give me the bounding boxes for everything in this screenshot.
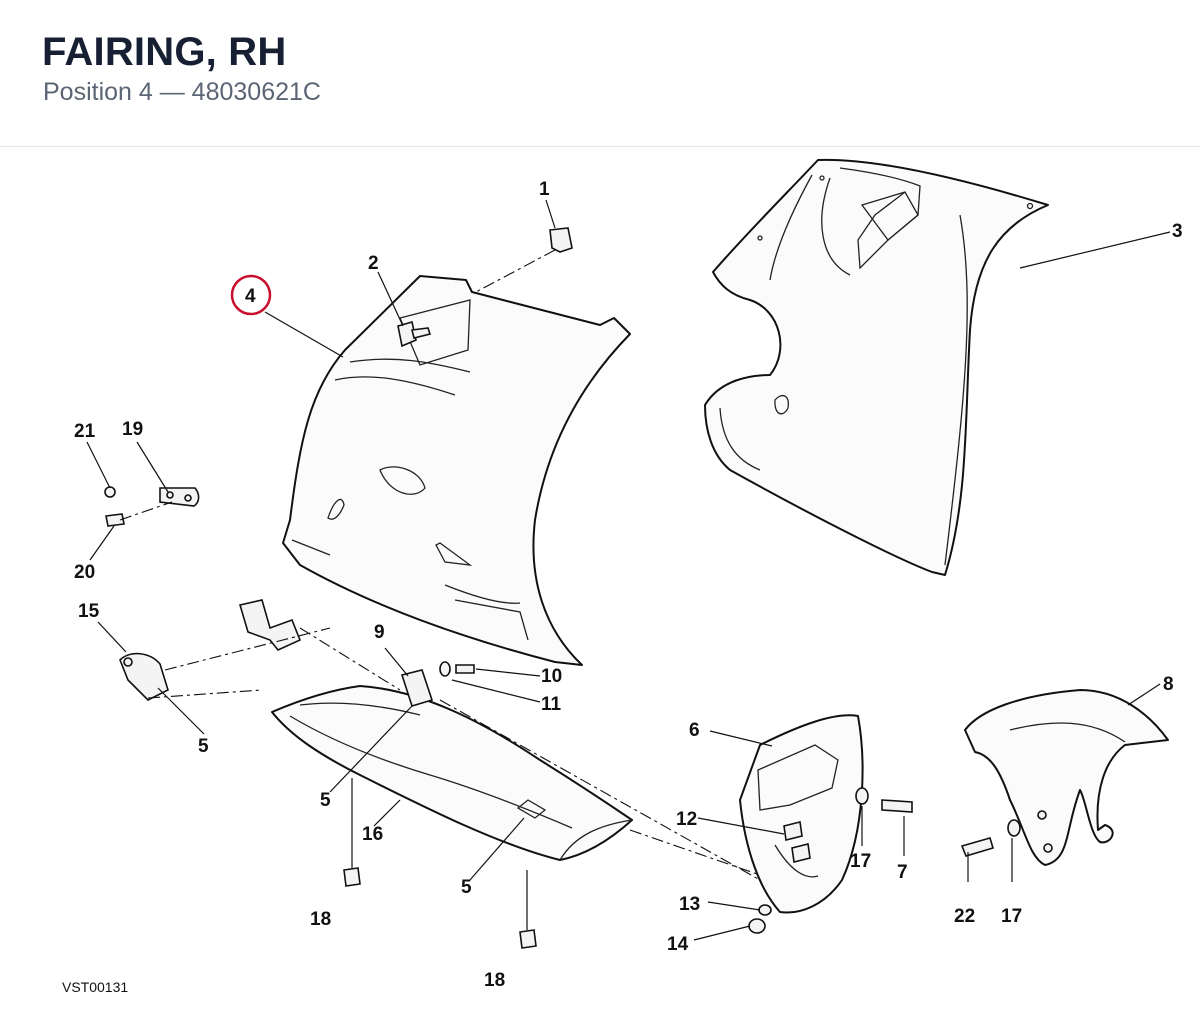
part-4-fairing-panel[interactable] <box>282 275 631 666</box>
part-17-washer-b[interactable] <box>1007 819 1021 837</box>
page-subtitle: Position 4 — 48030621C <box>43 78 321 106</box>
part-21-nut[interactable] <box>104 486 116 498</box>
part-8-bracket[interactable] <box>964 689 1169 866</box>
callout-16[interactable]: 16 <box>362 824 383 845</box>
part-11-washer[interactable] <box>439 661 451 677</box>
callout-19[interactable]: 19 <box>122 419 143 440</box>
callout-labels: 1 2 3 4 21 19 20 15 9 10 11 5 6 8 5 16 1… <box>74 179 1183 991</box>
callout-12[interactable]: 12 <box>676 809 697 830</box>
part-1-clip[interactable] <box>549 227 573 253</box>
part-6-duct-panel[interactable] <box>739 714 864 914</box>
callout-2[interactable]: 2 <box>368 253 379 274</box>
header: FAIRING, RH Position 4 — 48030621C <box>0 0 1200 147</box>
part-20-screw[interactable] <box>105 513 125 527</box>
leader-lines <box>86 199 1171 941</box>
callout-21[interactable]: 21 <box>74 421 96 442</box>
part-3-upper-fairing[interactable] <box>704 158 1049 576</box>
callout-17-b[interactable]: 17 <box>1001 906 1022 927</box>
callout-5-a[interactable]: 5 <box>198 736 209 757</box>
callout-5-c[interactable]: 5 <box>461 877 472 898</box>
callout-9[interactable]: 9 <box>374 622 385 643</box>
part-19-plate[interactable] <box>159 487 200 507</box>
callout-4[interactable]: 4 <box>245 286 256 307</box>
callout-15[interactable]: 15 <box>78 601 100 622</box>
part-17-washer[interactable] <box>855 787 869 805</box>
assembly-lines <box>119 249 761 881</box>
part-10-screw[interactable] <box>455 664 475 674</box>
callout-10[interactable]: 10 <box>541 666 562 687</box>
callout-6[interactable]: 6 <box>689 720 700 741</box>
part-9-bracket[interactable] <box>400 669 434 707</box>
callout-18-a[interactable]: 18 <box>310 909 331 930</box>
exploded-parts-diagram: 1 2 3 4 21 19 20 15 9 10 11 5 6 8 5 16 1… <box>62 158 1183 995</box>
callout-3[interactable]: 3 <box>1172 221 1183 242</box>
callout-22[interactable]: 22 <box>954 906 975 927</box>
callout-5-b[interactable]: 5 <box>320 790 331 811</box>
part-16-lower-fairing[interactable] <box>271 685 633 861</box>
callout-8[interactable]: 8 <box>1163 674 1174 695</box>
callout-17-a[interactable]: 17 <box>850 851 871 872</box>
part-12-screws[interactable] <box>783 821 811 863</box>
part-7-screw[interactable] <box>881 799 913 813</box>
part-22-screw[interactable] <box>960 837 994 857</box>
callout-1[interactable]: 1 <box>539 179 550 200</box>
part-18-grommet-b[interactable] <box>519 929 537 949</box>
callout-7[interactable]: 7 <box>897 862 908 883</box>
part-18-grommet-a[interactable] <box>343 867 361 887</box>
page-title: FAIRING, RH <box>42 30 287 74</box>
part-15-bracket[interactable] <box>119 652 169 701</box>
callout-18-b[interactable]: 18 <box>484 970 505 991</box>
drawing-reference: VST00131 <box>62 979 128 995</box>
callout-20[interactable]: 20 <box>74 562 95 583</box>
callout-11[interactable]: 11 <box>541 694 562 715</box>
mount-assembly[interactable] <box>238 599 302 651</box>
highlight-ring <box>230 274 272 316</box>
callout-14[interactable]: 14 <box>667 934 689 955</box>
part-2-fastener[interactable] <box>397 320 432 348</box>
part-13-washer[interactable] <box>758 904 772 916</box>
part-14-grommet[interactable] <box>748 918 766 934</box>
callout-13[interactable]: 13 <box>679 894 700 915</box>
